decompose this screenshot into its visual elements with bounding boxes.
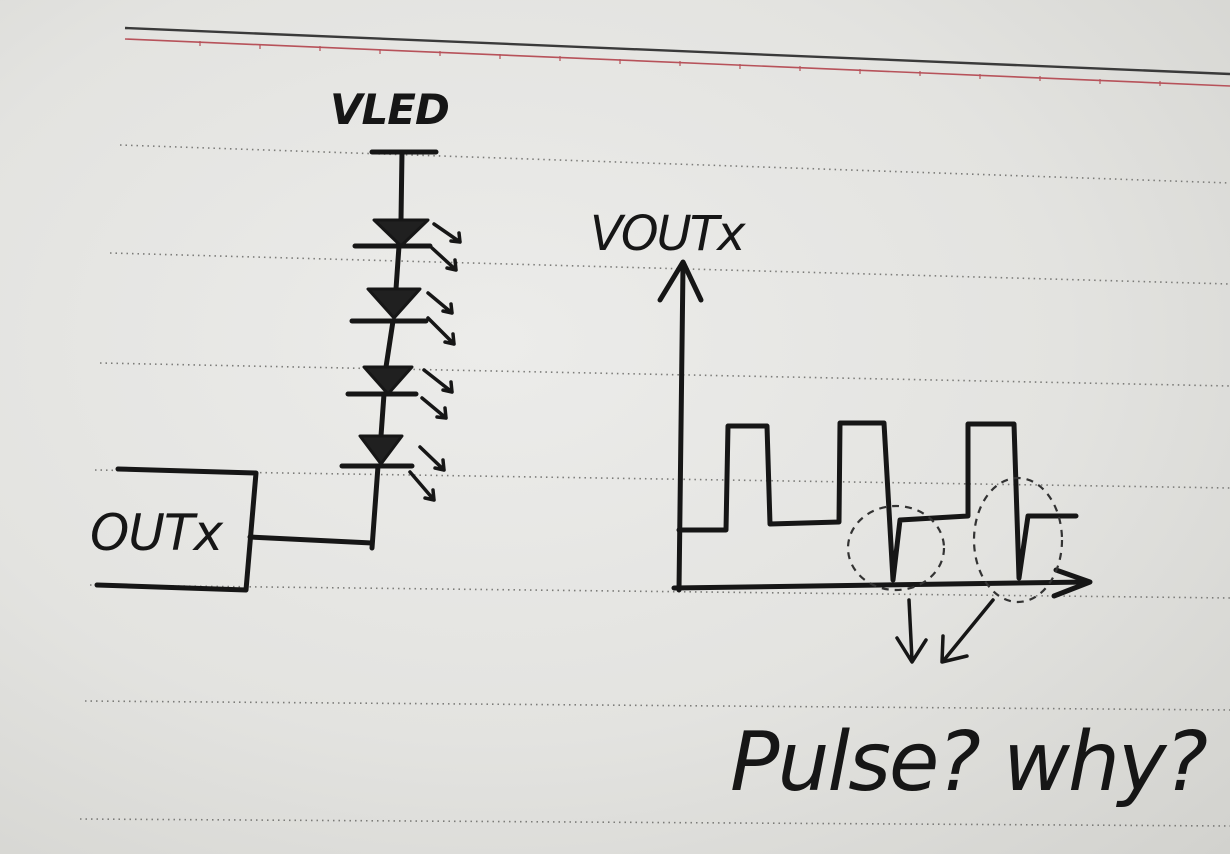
glitch-highlight-2 [972,476,1064,604]
x-axis-arrow [1051,567,1093,599]
supply-label: VLED [330,85,449,134]
led-2 [349,287,456,346]
led-3 [345,365,454,420]
y-axis [676,263,686,593]
x-axis [671,579,1091,591]
pointer-arrow-2 [940,598,995,664]
vout-axis-label: VOUTx [590,206,746,262]
notebook-ruled-lines [79,144,1230,827]
driver-pin-label: OUTx [90,504,223,562]
driver-box: OUTx [90,466,259,593]
supply-wire [398,149,405,223]
led-4 [339,434,446,502]
question-label: Pulse? why? [730,715,1207,810]
waveform-trace [676,420,1079,583]
driver-wire [247,534,375,546]
cathode-wire [369,463,381,551]
glitch-highlight-1 [846,504,946,592]
led-1 [352,218,462,272]
notebook-header-lines [124,26,1230,87]
pointer-arrow-1 [895,598,928,664]
led-circuit: VLED [90,85,462,593]
waveform-plot: VOUTx Pulse? why? [590,206,1209,810]
y-axis-arrow [657,259,704,303]
